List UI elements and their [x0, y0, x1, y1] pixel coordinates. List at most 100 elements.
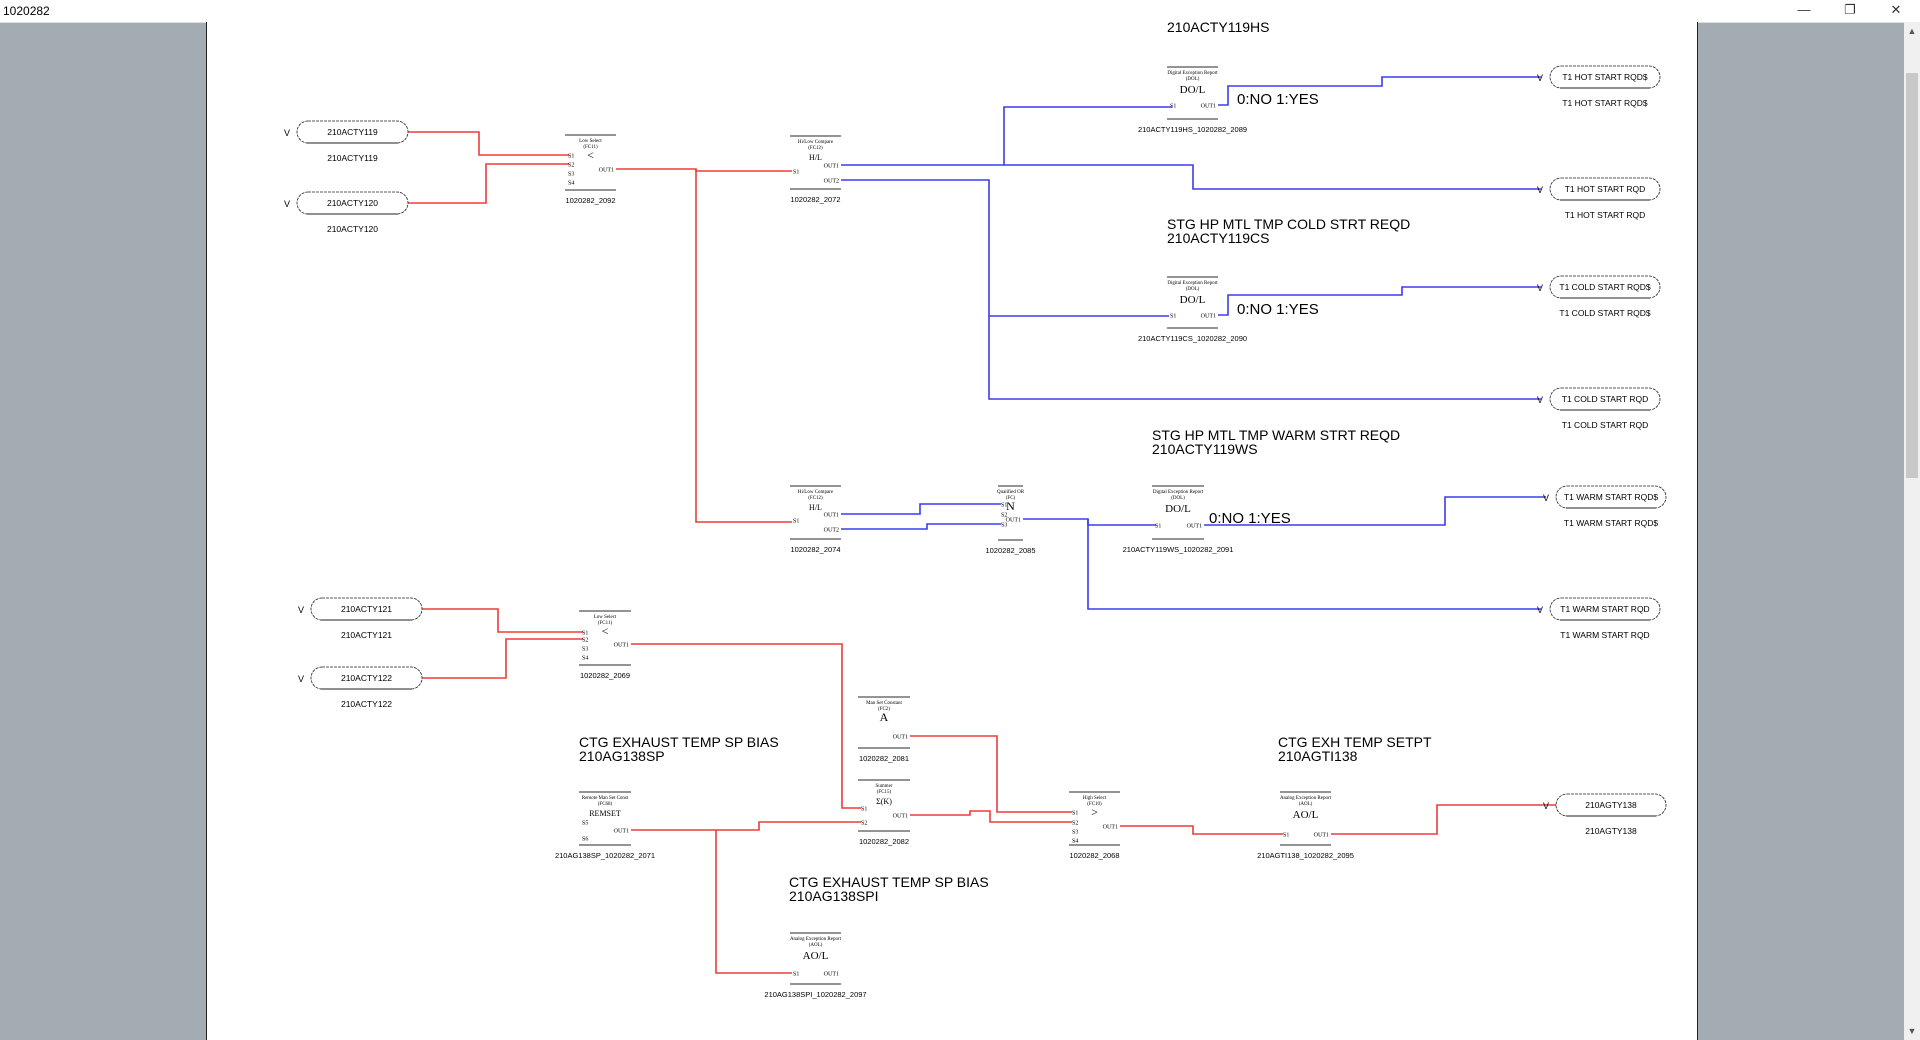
- block-code: (FC12): [808, 496, 823, 501]
- block-input-pin: S1: [1155, 524, 1161, 530]
- block-output-pin: OUT1: [893, 814, 908, 820]
- block-code: (DOL): [1186, 287, 1200, 292]
- block-output-pin: OUT1: [1103, 825, 1118, 831]
- close-button[interactable]: ✕: [1890, 2, 1902, 17]
- input-tag-oval: [310, 666, 423, 690]
- block-symbol: DO/L: [1165, 503, 1191, 515]
- block-output-pin: OUT1: [824, 972, 839, 978]
- block-code: (FC): [1006, 496, 1016, 501]
- block-id-label: 1020282_2085: [985, 546, 1035, 555]
- block-type: Low Select: [594, 615, 617, 620]
- input-marker: V: [298, 605, 304, 615]
- scrollbar-thumb[interactable]: [1906, 73, 1918, 478]
- block-input-pin: S1: [582, 631, 588, 637]
- block-input-pin: S6: [582, 837, 588, 843]
- signal-wire: [1087, 519, 1541, 610]
- block-input-pin: S4: [1072, 839, 1078, 845]
- block-id-label: 210ACTY119WS_1020282_2091: [1123, 545, 1234, 554]
- output-tag-text: T1 HOT START RQD$: [1562, 72, 1648, 82]
- block-code: (DOL): [1171, 496, 1185, 501]
- output-marker: V: [1543, 801, 1549, 811]
- block-output-pin: OUT1: [1201, 314, 1216, 320]
- input-tag-text: 210ACTY121: [341, 604, 392, 614]
- block-code: (FC15): [877, 790, 892, 795]
- output-marker: V: [1537, 73, 1543, 83]
- block-code: (FC68): [598, 802, 613, 807]
- block-type: Analog Exception Report: [1280, 796, 1332, 801]
- signal-wire: [1218, 76, 1541, 106]
- signal-wire: [422, 608, 583, 633]
- block-id-label: 1020282_2082: [859, 837, 909, 846]
- block-id-label: 1020282_2092: [565, 196, 615, 205]
- output-tag-label: T1 WARM START RQD$: [1564, 518, 1658, 528]
- block-output-pin: OUT1: [614, 829, 629, 835]
- input-tag-oval: [296, 120, 409, 144]
- scroll-up-arrow-icon[interactable]: ▲: [1907, 26, 1917, 36]
- restore-button[interactable]: ❐: [1844, 2, 1856, 17]
- output-tag-label: 210AGTY138: [1585, 826, 1637, 836]
- signal-wire: [841, 503, 1001, 515]
- output-tag-text: T1 COLD START RQD: [1562, 394, 1648, 404]
- signal-wire: [422, 638, 583, 679]
- block-code: (FC10): [1087, 802, 1102, 807]
- block-output-pin: OUT1: [1187, 524, 1202, 530]
- output-tag-text: T1 WARM START RQD: [1560, 604, 1649, 614]
- block-code: (DOL): [1186, 77, 1200, 82]
- block-output-pin: OUT2: [824, 179, 839, 185]
- signal-wire: [1004, 164, 1541, 190]
- block-type: Man Set Constant: [866, 701, 902, 706]
- output-tag-text: T1 COLD START RQD$: [1559, 282, 1650, 292]
- block-symbol: <: [587, 148, 594, 162]
- block-input-pin: S2: [861, 821, 867, 827]
- input-tag-text: 210ACTY122: [341, 673, 392, 683]
- output-marker: V: [1537, 185, 1543, 195]
- output-marker: V: [1537, 395, 1543, 405]
- vertical-scrollbar[interactable]: ▲ ▼: [1904, 22, 1920, 1040]
- signal-wire: [841, 106, 1172, 166]
- signal-wire: [695, 169, 792, 523]
- block-output-pin: OUT1: [1201, 104, 1216, 110]
- logic-sheet-page: [206, 22, 1698, 1040]
- block-input-pin: S4: [582, 656, 588, 662]
- output-marker: V: [1537, 283, 1543, 293]
- scroll-down-arrow-icon[interactable]: ▼: [1907, 1026, 1917, 1036]
- block-output-pin: OUT1: [824, 164, 839, 170]
- block-id-label: 210AGTI138_1020282_2095: [1257, 851, 1354, 860]
- block-symbol: REMSET: [589, 809, 621, 818]
- block-input-pin: S3: [1001, 523, 1007, 529]
- block-type: Hi/Low Compare: [798, 140, 834, 145]
- block-id-label: 1020282_2074: [790, 545, 840, 554]
- block-input-pin: S3: [568, 172, 574, 178]
- block-id-label: 1020282_2081: [859, 754, 909, 763]
- output-tag-label: T1 COLD START RQD: [1562, 420, 1648, 430]
- block-code: (FC11): [598, 621, 613, 626]
- block-input-pin: S3: [1072, 830, 1078, 836]
- input-tag-oval: [296, 191, 409, 215]
- section-title: 210ACTY119HS: [1167, 19, 1269, 35]
- block-type: Analog Exception Report: [790, 937, 842, 942]
- state-text: 0:NO 1:YES: [1209, 510, 1291, 527]
- block-input-pin: S2: [1072, 821, 1078, 827]
- minimize-button[interactable]: —: [1797, 2, 1811, 17]
- section-title: 210ACTY119WS: [1152, 441, 1258, 457]
- section-title: 210AG138SP: [579, 748, 665, 764]
- block-input-pin: S1: [861, 807, 867, 813]
- signal-wire: [1218, 286, 1541, 316]
- signal-wire: [1023, 518, 1156, 526]
- block-output-pin: OUT1: [599, 168, 614, 174]
- section-title: CTG EXH TEMP SETPT: [1278, 734, 1432, 750]
- block-input-pin: S2: [568, 163, 574, 169]
- section-title: 210ACTY119CS: [1167, 230, 1269, 246]
- output-tag-text: 210AGTY138: [1585, 800, 1637, 810]
- block-type: Remote Man Set Const: [582, 796, 629, 801]
- block-type: Digital Exception Report: [1167, 281, 1218, 286]
- input-tag-text: 210ACTY120: [327, 198, 378, 208]
- section-title: 210AG138SPI: [789, 888, 879, 904]
- output-tag-label: T1 HOT START RQD: [1565, 210, 1646, 220]
- block-output-pin: OUT1: [1006, 518, 1021, 524]
- block-input-pin: S1: [1170, 104, 1176, 110]
- section-title: STG HP MTL TMP WARM STRT REQD: [1152, 427, 1400, 443]
- signal-wire: [408, 131, 569, 156]
- signal-wire: [910, 810, 1072, 823]
